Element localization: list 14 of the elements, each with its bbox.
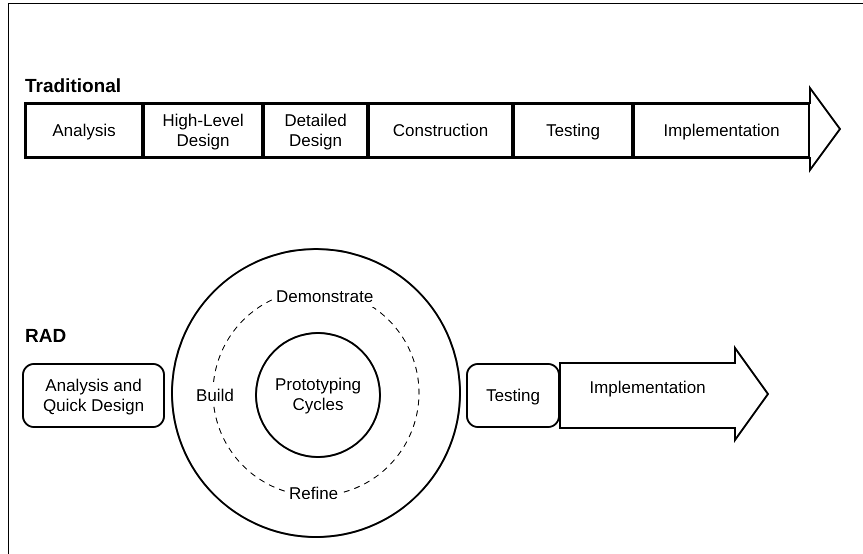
step-label: Demonstrate (273, 287, 376, 307)
phase-box: Analysis and Quick Design (22, 363, 165, 428)
section-heading: RAD (25, 326, 66, 348)
phase-label: Implementation (588, 377, 707, 399)
phase-box: Implementation (633, 103, 810, 158)
section-heading: Traditional (25, 76, 122, 98)
phase-box: Detailed Design (263, 103, 368, 158)
phase-box: High-Level Design (143, 103, 263, 158)
phase-box: Testing (513, 103, 633, 158)
phase-box: Analysis (25, 103, 143, 158)
inner-circle: Prototyping Cycles (255, 332, 381, 458)
outer-circle (171, 248, 461, 538)
phase-box: Construction (368, 103, 513, 158)
phase-box: Testing (466, 363, 560, 428)
